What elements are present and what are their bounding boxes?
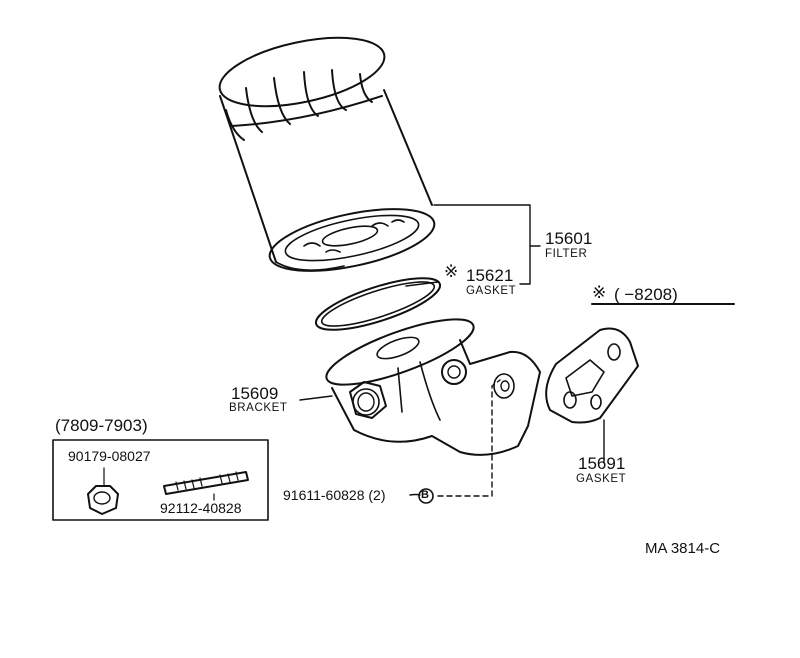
oil-filter bbox=[218, 36, 436, 272]
figure-id: MA 3814-C bbox=[645, 540, 721, 557]
note-mark: ※ bbox=[592, 283, 607, 303]
bolt-part-number: 91611-60828 (2) bbox=[283, 487, 386, 503]
bracket-part-number: 15609 bbox=[231, 384, 279, 403]
bracket-gasket-name: GASKET bbox=[576, 473, 627, 485]
kit-box bbox=[52, 439, 269, 521]
bracket-part-name: BRACKET bbox=[229, 402, 288, 414]
oil-filter-bracket bbox=[325, 318, 541, 456]
bracket-gasket bbox=[545, 327, 639, 424]
filter-gasket bbox=[314, 277, 442, 331]
nut-part-number: 90179-08027 bbox=[68, 448, 151, 464]
note-range: ( −8208) bbox=[614, 285, 678, 304]
bolt-leader bbox=[437, 379, 501, 497]
stud-part-number: 92112-40828 bbox=[160, 500, 242, 516]
stud-icon bbox=[163, 471, 249, 495]
filter-part-name: FILTER bbox=[545, 248, 588, 260]
filter-gasket-name: GASKET bbox=[466, 285, 517, 297]
kit-title: (7809-7903) bbox=[55, 416, 148, 435]
ref-b-circle bbox=[418, 488, 434, 504]
nut-icon bbox=[87, 485, 119, 515]
bracket-gasket-number: 15691 bbox=[578, 454, 626, 473]
filter-gasket-mark: ※ bbox=[444, 262, 459, 282]
bolt-ref-letter: B bbox=[421, 489, 429, 501]
filter-part-number: 15601 bbox=[545, 229, 593, 248]
filter-gasket-number: 15621 bbox=[466, 266, 514, 285]
leader-lines bbox=[299, 204, 735, 496]
